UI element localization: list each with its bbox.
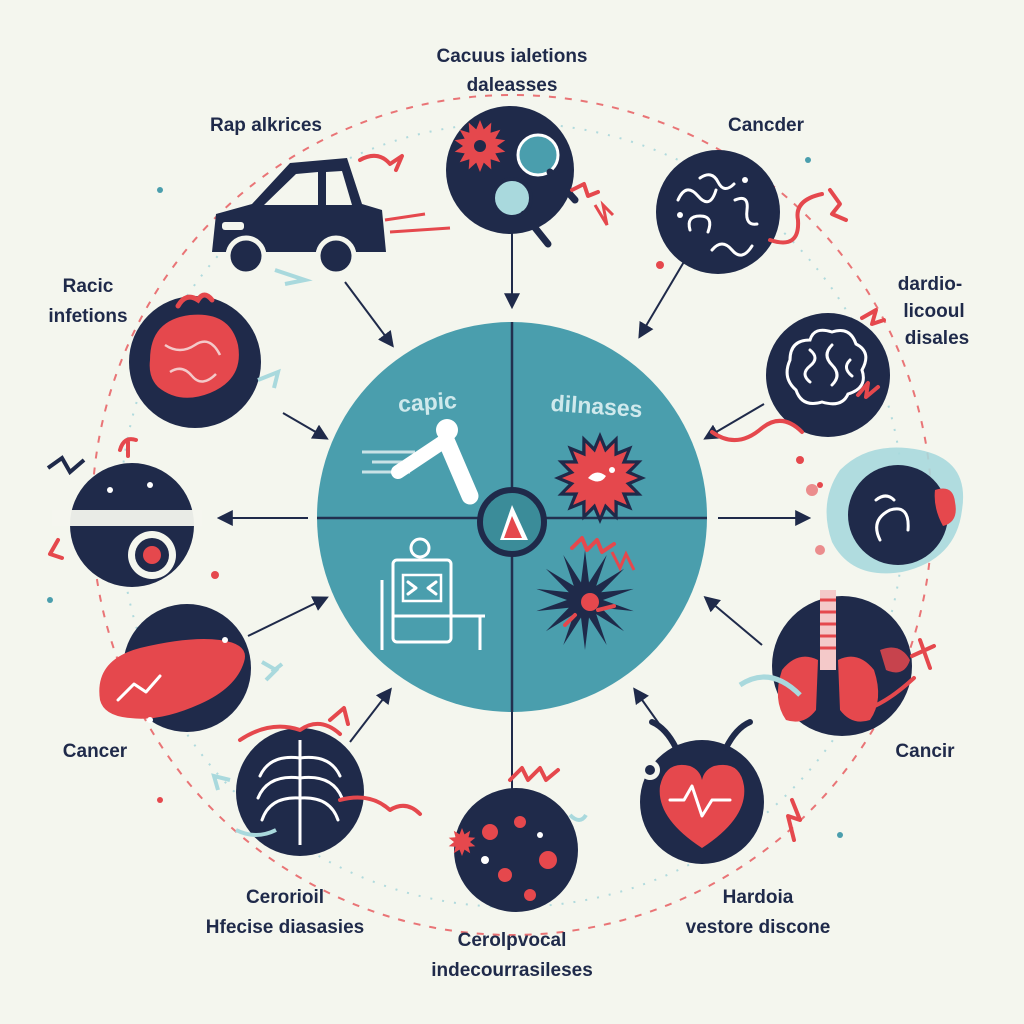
arrow-right-lower (703, 595, 763, 646)
label-left-upper-line2: infetions (48, 306, 127, 327)
label-left-lower: Cancer (63, 741, 128, 762)
spiky-cell-icon (536, 536, 636, 650)
hub-icon (477, 487, 547, 557)
label-bottom-right-line2: vestore discone (686, 917, 831, 938)
label-bottom-line2: indecourrasileses (431, 960, 593, 981)
medical-device-icon (380, 537, 485, 650)
node-left-lower-liver (99, 604, 284, 732)
microbe-squiggle-icon (676, 173, 848, 257)
stomach-icon (806, 484, 956, 555)
label-right-upper-line1: dardio- (898, 274, 962, 295)
ribcage-icon (211, 706, 422, 845)
liver-icon (99, 637, 284, 723)
heart-organ-icon (149, 292, 281, 398)
label-bottom-right-line1: Hardoia (723, 887, 794, 908)
label-left-upper-line1: Racic (63, 276, 114, 297)
node-bottom-cells (448, 766, 588, 912)
decorative-specks (47, 157, 843, 838)
virus-icon (554, 432, 646, 524)
label-right-upper-line3: disales (905, 328, 969, 349)
heart-pulse-icon (640, 719, 802, 848)
quadrant-label-upper-left: capic (397, 387, 458, 417)
arrow-left-upper (282, 412, 329, 440)
node-right-stomach (806, 447, 964, 574)
eye-lens-icon (46, 437, 202, 579)
node-top-right-microbes (656, 150, 848, 274)
label-top-line1: Cacuus ialetions (437, 46, 588, 67)
node-right-upper-brain (710, 308, 890, 442)
label-top-left: Rap alkrices (210, 115, 322, 136)
speed-tool-icon (362, 419, 479, 505)
label-top-line2: daleasses (467, 75, 558, 96)
arrow-top-left (344, 281, 394, 348)
label-bottom-line1: Cerolpvocal (458, 930, 567, 951)
label-right-lower: Cancir (895, 741, 955, 762)
quadrant-label-upper-right: dilnases (550, 390, 644, 422)
arrow-bottom-left (349, 687, 392, 743)
central-circle: capic dilnases (317, 322, 707, 712)
arrow-left-lower (247, 596, 329, 637)
virus-magnifier-icon (454, 120, 615, 248)
node-left-eye (46, 437, 202, 587)
labels: Cacuus ialetions daleasses Rap alkrices … (48, 46, 969, 981)
node-left-upper-heart (129, 292, 281, 428)
connector-arrows (216, 232, 812, 790)
node-top-left-car (212, 153, 451, 286)
spiky-shape (448, 828, 476, 856)
car-icon (212, 153, 451, 286)
label-bottom-left-line2: Hfecise diasasies (206, 917, 364, 938)
node-bottom-left-ribcage (211, 706, 422, 856)
lungs-icon (738, 590, 936, 722)
node-top-virus-magnifier (446, 106, 615, 248)
brain-icon (710, 308, 886, 442)
node-right-lower-lungs (738, 590, 936, 736)
node-bottom-right-heart (640, 719, 802, 864)
label-bottom-left-line1: Cerorioil (246, 887, 324, 908)
label-right-upper-line2: licooul (903, 301, 964, 322)
arrow-top-right (638, 254, 689, 339)
cells-icon (448, 766, 588, 901)
label-top-right: Cancder (728, 115, 805, 136)
